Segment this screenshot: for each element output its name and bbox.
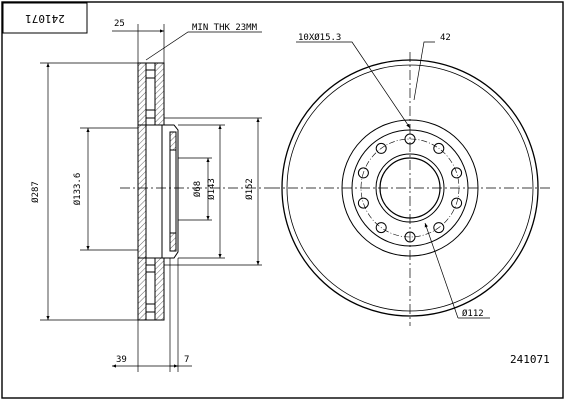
bolt-hole (357, 197, 369, 209)
dim-hat-depth: 25 (114, 19, 125, 29)
friction-ring-bottom (137, 257, 147, 321)
dim-outer-diameter: Ø287 (30, 181, 41, 203)
bolt-hole (404, 231, 416, 243)
dim-hub-face-diameter: Ø143 (206, 178, 217, 200)
bolt-hole (357, 167, 369, 179)
dim-hub-detail: 42 (440, 33, 451, 43)
bolt-hole (451, 167, 463, 179)
dim-overall-height: 39 (116, 355, 127, 365)
dim-hat-outer-diameter: Ø133.6 (72, 173, 83, 206)
dim-flange-thickness: 7 (184, 355, 189, 365)
dim-bolt-holes: 10XØ15.3 (298, 32, 341, 43)
friction-ring-top (137, 62, 147, 126)
dim-center-bore: Ø68 (192, 181, 203, 197)
bolt-hole (433, 142, 445, 154)
dim-min-thickness: MIN THK 23MM (192, 23, 258, 33)
part-number-label: 241071 (25, 12, 65, 25)
section-dimensions (40, 24, 262, 372)
section-view (120, 62, 270, 321)
part-number-footer: 241071 (510, 353, 550, 366)
bolt-hole (404, 133, 416, 145)
bolt-hole (375, 142, 387, 154)
bolt-hole (433, 222, 445, 234)
part-number-box: 241071 (2, 2, 88, 34)
bolt-hole (451, 197, 463, 209)
bolt-hole-group (357, 133, 463, 243)
dim-inner-friction-diameter: Ø152 (244, 178, 255, 200)
dim-bolt-circle: Ø112 (462, 308, 484, 319)
front-view-dimensions (296, 41, 490, 319)
bolt-hole (375, 222, 387, 234)
front-view (270, 52, 550, 326)
